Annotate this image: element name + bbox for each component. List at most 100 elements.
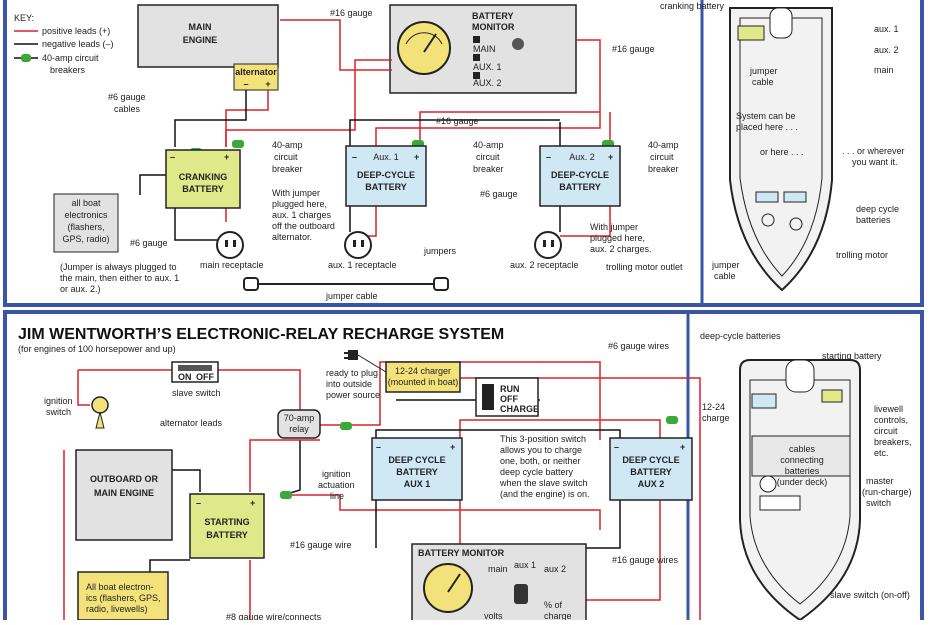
legend-negative: negative leads (–) xyxy=(42,39,114,49)
gauge6-left: #6 gauge xyxy=(130,238,168,248)
jumper-cable-label: jumper cable xyxy=(325,291,378,301)
wire-or-shape xyxy=(785,359,815,393)
aux1-receptacle-icon xyxy=(344,231,372,259)
sw-note-5: when the slave switch xyxy=(499,478,588,488)
jumper-note-r3: aux. 2 charges. xyxy=(590,244,652,254)
aux1-plus: + xyxy=(414,152,419,162)
aux2-deep-1: DEEP-CYCLE xyxy=(551,170,609,180)
jumper-note-r2: plugged here, xyxy=(590,233,645,243)
cranking-label-1: CRANKING xyxy=(179,172,228,182)
bmon-selector-knob[interactable] xyxy=(514,584,528,604)
aux1-label: Aux. 1 xyxy=(373,152,399,162)
wire-or-shape xyxy=(739,17,823,277)
wire-or-shape xyxy=(375,39,601,147)
wire-or-shape xyxy=(751,435,851,477)
sw-note-6: (and the engine) is on. xyxy=(500,489,590,499)
cranking-battery xyxy=(165,149,241,209)
deep2-3: AUX 2 xyxy=(638,479,665,489)
legend-positive: positive leads (+) xyxy=(42,26,110,36)
wire-or-shape xyxy=(280,19,392,71)
wire-or-shape xyxy=(320,361,601,440)
legend-breaker-2: breakers xyxy=(50,65,86,75)
boat-master-2: (run-charge) xyxy=(862,487,912,497)
wire-or-shape xyxy=(419,111,600,147)
main-engine-label-1: MAIN xyxy=(189,22,212,32)
boat-deep-1: deep cycle xyxy=(856,204,899,214)
bmon-title: BATTERY MONITOR xyxy=(418,548,505,558)
trolling-outlet-label: trolling motor outlet xyxy=(606,262,683,272)
boat-cables-3: batteries xyxy=(785,466,820,476)
alternator-plus: + xyxy=(265,79,270,89)
outboard-engine-box xyxy=(75,449,173,541)
breaker-mid-2: circuit xyxy=(476,152,500,162)
gauge16-right: #16 gauge xyxy=(612,44,655,54)
relay-title: JIM WENTWORTH’S ELECTRONIC-RELAY RECHARG… xyxy=(18,326,504,343)
wire-or-shape xyxy=(751,393,777,409)
charger-2: (mounted in boat) xyxy=(388,377,459,387)
sw-note-3: one, both, or neither xyxy=(500,456,581,466)
wire-or-shape xyxy=(769,7,793,39)
boat-jumper-1: jumper xyxy=(749,66,778,76)
aux2-receptacle-icon xyxy=(534,231,562,259)
wire-or-shape xyxy=(560,206,611,237)
boat-system-2: placed here . . . xyxy=(736,122,798,132)
wire-or-shape xyxy=(729,7,833,292)
charger-1: 12-24 charger xyxy=(395,366,451,376)
aux1-deep-1: DEEP-CYCLE xyxy=(357,170,415,180)
aux2-label: Aux. 2 xyxy=(569,152,595,162)
aux2-receptacle-label: aux. 2 receptacle xyxy=(510,260,579,270)
gauge8: #8 gauge wire/connects xyxy=(226,612,322,620)
deep2-plus: + xyxy=(680,442,685,452)
boat-livewell-2: controls, xyxy=(874,415,908,425)
main-receptacle-icon xyxy=(216,231,244,259)
boat-jumper2-1: jumper xyxy=(711,260,740,270)
wire-or-shape xyxy=(357,354,387,373)
starting-2: BATTERY xyxy=(206,530,248,540)
alternator-leads: alternator leads xyxy=(160,418,223,428)
wire-or-shape xyxy=(423,33,437,53)
wire-or-shape xyxy=(405,32,443,45)
sw-note-2: allows you to charge xyxy=(500,445,582,455)
wire-or-shape xyxy=(585,500,661,601)
sw-note-4: deep cycle battery xyxy=(500,467,574,477)
gauge6-right: #6 gauge xyxy=(480,189,518,199)
wire-or-shape xyxy=(91,396,109,414)
aux2-battery xyxy=(539,145,621,207)
boat-1224-2: charge xyxy=(702,413,730,423)
gauge16-left: #16 gauge xyxy=(330,8,373,18)
outboard-2: MAIN ENGINE xyxy=(94,488,154,498)
wire-or-shape xyxy=(543,240,546,247)
bmon-pct-2: charge xyxy=(544,611,572,620)
bmon-volts: volts xyxy=(484,611,503,620)
power-plug-icon xyxy=(344,350,387,373)
gauge16-wire: #16 gauge wire xyxy=(290,540,352,550)
wire-or-shape xyxy=(821,389,843,403)
aux1-receptacle-label: aux. 1 receptacle xyxy=(328,260,397,270)
boat-main: main xyxy=(874,65,894,75)
wire-or-shape xyxy=(759,495,801,511)
deep1-2: BATTERY xyxy=(396,467,438,477)
monitor-knob-icon xyxy=(512,38,524,50)
boat-cables-2: connecting xyxy=(780,455,824,465)
alternator-label: alternator xyxy=(235,67,277,77)
monitor-aux2: AUX. 2 xyxy=(473,78,502,88)
main-engine-label-2: ENGINE xyxy=(183,35,218,45)
wire-or-shape xyxy=(739,359,861,622)
jumper-cable-icon xyxy=(243,277,449,291)
deep-cycle-aux1 xyxy=(371,437,463,501)
breaker-mid-1: 40-amp xyxy=(473,140,504,150)
boat-livewell-5: etc. xyxy=(874,448,889,458)
deep1-plus: + xyxy=(450,442,455,452)
bmon-aux1: aux 1 xyxy=(514,560,536,570)
deep-cycle-aux2 xyxy=(609,437,693,501)
wire-or-shape xyxy=(362,206,377,237)
ignition-key-icon xyxy=(91,396,109,429)
ready-1: ready to plug xyxy=(326,368,378,378)
wire-or-shape xyxy=(447,573,461,593)
relay-subtitle: (for engines of 100 horsepower and up) xyxy=(18,344,176,354)
bmon-main: main xyxy=(488,564,508,574)
wire-or-shape xyxy=(761,213,775,227)
all-boat-2: electronics xyxy=(64,210,108,220)
boat-aux1: aux. 1 xyxy=(874,24,899,34)
